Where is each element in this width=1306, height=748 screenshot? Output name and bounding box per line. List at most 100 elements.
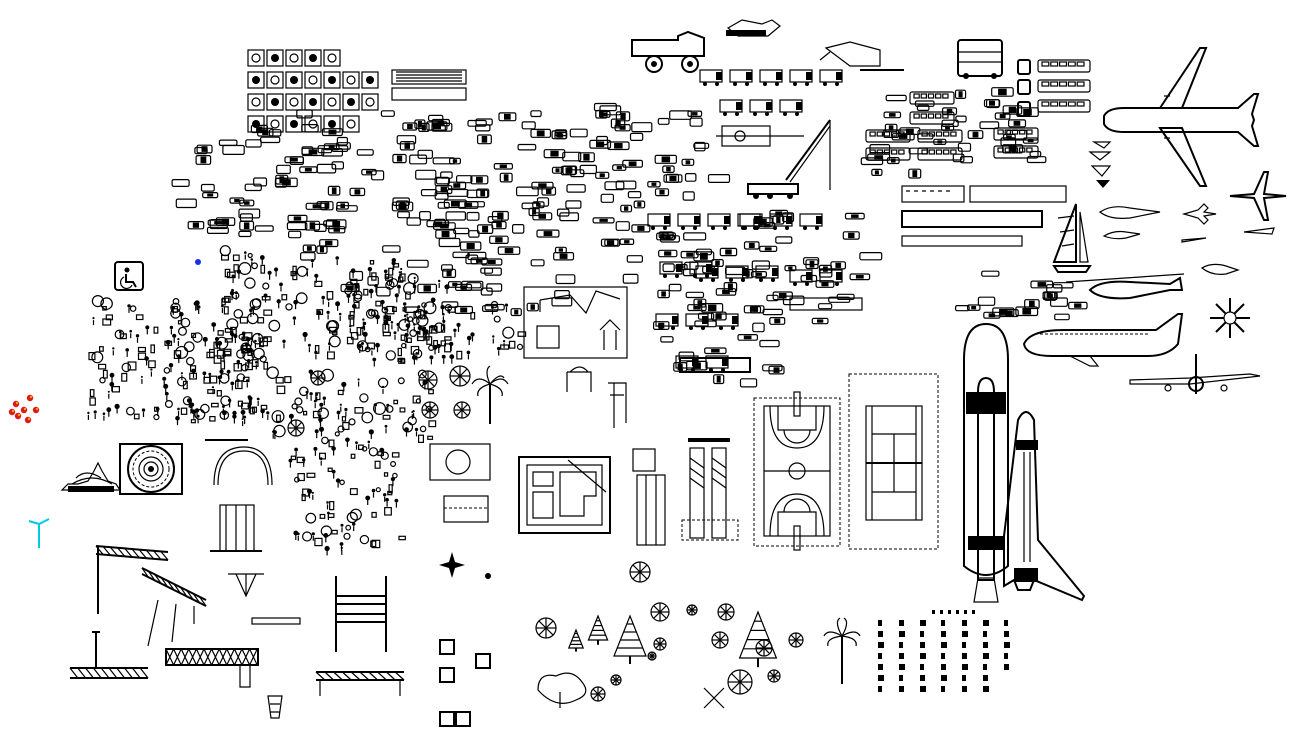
car-icon [657, 117, 670, 125]
space-shuttle-block [963, 322, 1086, 603]
person-icon [466, 350, 471, 355]
person-icon [313, 446, 318, 451]
car-icon [511, 224, 525, 234]
person-icon [357, 378, 360, 381]
jumbo-jet-block [1022, 313, 1261, 394]
car-icon [402, 122, 418, 131]
legend-symbol-icon [899, 620, 904, 626]
detail-icon [439, 639, 455, 655]
car-icon [662, 165, 675, 174]
person-icon [288, 458, 293, 463]
car-icon [438, 237, 461, 248]
car-icon [253, 177, 268, 187]
table-icon [153, 414, 160, 421]
sign-icon [323, 71, 341, 89]
car-icon [466, 282, 482, 289]
legend-symbol-icon [983, 686, 989, 692]
legend-symbol-icon [878, 620, 882, 626]
table-icon [345, 281, 354, 290]
car-icon [420, 189, 438, 197]
person-icon [466, 335, 472, 341]
trailer-truck-icon [679, 357, 751, 373]
legend-symbol-icon [983, 620, 989, 626]
car-icon [376, 286, 391, 297]
furniture-icon [382, 414, 391, 420]
car-icon [319, 239, 339, 248]
table-icon [129, 305, 137, 312]
car-icon [316, 245, 328, 254]
legend-symbol-icon [962, 653, 967, 659]
legend-symbol-icon [899, 642, 903, 648]
legend-symbol-icon [1004, 631, 1009, 637]
person-icon [423, 326, 427, 330]
person-icon [397, 284, 401, 289]
person-icon [404, 332, 409, 337]
bus-icon [865, 147, 911, 161]
person-icon [319, 402, 324, 407]
person-icon [189, 402, 195, 407]
car-icon [723, 282, 738, 293]
person-icon [150, 368, 153, 371]
person-icon [260, 408, 265, 414]
person-icon [385, 497, 389, 502]
table-icon [359, 534, 370, 545]
table-icon [349, 508, 362, 521]
table-icon [176, 376, 187, 387]
person-icon [335, 478, 341, 483]
person-icon [247, 395, 252, 399]
car-icon [515, 186, 539, 197]
car-icon [356, 149, 374, 156]
person-icon [125, 348, 129, 352]
table-icon [339, 479, 345, 486]
person-icon [336, 410, 341, 415]
car-icon [607, 141, 630, 151]
car-icon [250, 124, 268, 134]
furniture-icon [292, 265, 297, 275]
furniture-icon [384, 273, 390, 279]
person-icon [374, 284, 378, 288]
car-icon [530, 110, 542, 118]
person-icon [411, 355, 417, 360]
car-icon [526, 302, 539, 312]
furniture-icon [263, 336, 272, 343]
person-icon [266, 411, 270, 415]
car-icon [768, 365, 785, 375]
furniture-icon [224, 350, 232, 356]
car-icon [238, 230, 252, 238]
person-icon [362, 318, 365, 321]
car-icon [447, 281, 462, 288]
table-icon [302, 531, 313, 542]
car-icon [417, 149, 434, 159]
furniture-icon [133, 413, 140, 420]
furniture-icon [332, 331, 338, 336]
car-icon [477, 134, 492, 145]
furniture-icon [224, 338, 233, 343]
person-icon [232, 410, 237, 416]
bus-icon [1037, 79, 1091, 93]
person-icon [119, 330, 122, 334]
car-icon [629, 132, 644, 141]
legend-symbol-icon [899, 631, 905, 637]
table-icon [186, 356, 195, 366]
table-icon [172, 298, 180, 305]
car-icon [560, 165, 576, 176]
furniture-icon [111, 386, 121, 393]
sign-icon [247, 93, 265, 111]
furniture-icon [89, 397, 96, 406]
person-icon [202, 336, 208, 342]
person-icon [274, 267, 279, 272]
furniture-icon [337, 389, 344, 396]
person-icon [254, 361, 258, 364]
person-icon [429, 355, 434, 360]
car-icon [530, 259, 545, 267]
detail-icon [439, 711, 455, 727]
furniture-icon [517, 331, 527, 337]
table-icon [361, 411, 374, 424]
table-icon [502, 326, 515, 339]
detail-icon [475, 653, 491, 669]
person-icon [311, 491, 314, 494]
car-icon [554, 131, 568, 140]
car-icon [772, 215, 785, 225]
car-icon [406, 217, 422, 226]
sailboat-block [1052, 141, 1112, 273]
